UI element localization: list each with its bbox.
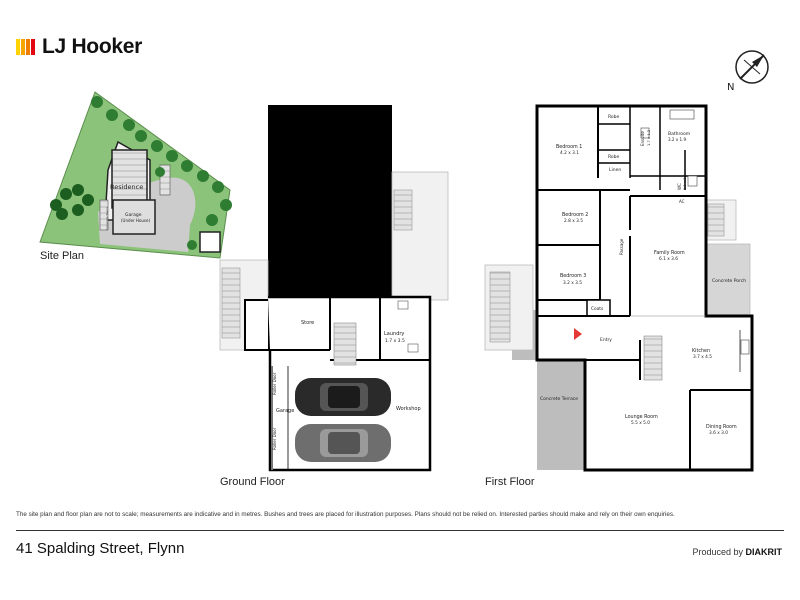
- gf-laundry-label: Laundry: [384, 331, 404, 337]
- ff-wc-label: WC: [677, 183, 682, 190]
- gf-garage-label: Garage: [276, 408, 294, 414]
- ff-bedroom3-label: Bedroom 3: [560, 273, 586, 279]
- ff-concrete-terrace-label: Concrete Terrace: [540, 396, 578, 402]
- property-address: 41 Spalding Street, Flynn: [16, 540, 185, 557]
- site-concrete-label: Concrete Stairs: [105, 207, 109, 230]
- disclaimer-text: The site plan and floor plan are not to …: [16, 511, 675, 518]
- ff-bedroom2-label: Bedroom 2: [562, 212, 588, 218]
- gf-roller-door-1: Roller Door: [272, 372, 277, 395]
- compass-icon: N: [727, 50, 769, 93]
- ff-kitchen-label: Kitchen: [692, 348, 710, 354]
- gf-laundry-dims: 1.7 x 3.5: [385, 338, 405, 344]
- ff-entry-label: Entry: [600, 337, 612, 343]
- car-icon-black: [295, 378, 391, 416]
- ff-robe-1: Robe: [608, 114, 620, 120]
- produced-by: Produced by DIAKRIT: [692, 547, 782, 557]
- ff-kitchen-dims: 3.7 x 4.5: [693, 354, 712, 360]
- produced-by-company: DIAKRIT: [745, 547, 783, 557]
- ff-bedroom2-dims: 2.8 x 3.5: [564, 218, 583, 224]
- ff-bathroom-dims: 3.2 x 1.9: [668, 137, 686, 142]
- ff-lounge-label: Lounge Room: [625, 414, 658, 420]
- lj-hooker-logo: LJ Hooker: [16, 35, 142, 58]
- ff-concrete-porch-label: Concrete Porch: [712, 278, 746, 284]
- site-plan-title: Site Plan: [40, 250, 84, 262]
- ff-passage-label: Passage: [619, 238, 624, 255]
- ff-coats-label: Coats: [591, 306, 604, 312]
- site-residence-label: Residence: [110, 183, 143, 191]
- brand-name: LJ Hooker: [42, 35, 142, 58]
- ff-dining-label: Dining Room: [706, 424, 737, 430]
- ff-dining-dims: 3.6 x 3.0: [709, 430, 728, 436]
- logo-bars-icon: [16, 39, 36, 55]
- gf-roller-door-2: Roller Door: [272, 427, 277, 450]
- ff-bedroom1-dims: 4.2 x 3.1: [560, 150, 579, 156]
- first-floor-title: First Floor: [485, 476, 535, 488]
- gf-garage-dims: 6.1 x 9.9: [336, 418, 356, 424]
- site-garage-label: Garage: [125, 212, 142, 218]
- site-trees: [50, 96, 232, 250]
- ff-lounge-dims: 5.5 x 5.0: [631, 420, 650, 426]
- ff-linen-label: Linen: [609, 167, 621, 173]
- logo-bar-1: [16, 39, 20, 55]
- ground-floor-plan: Store Laundry 1.7 x 3.5 Garage 6.1 x 9.9…: [219, 105, 449, 488]
- gf-store-label: Store: [301, 320, 314, 326]
- site-garage-sublabel: (Under House): [121, 218, 150, 223]
- entry-marker-icon: [574, 328, 582, 340]
- ff-wc-dims: 1.1 x 0.9: [683, 173, 687, 190]
- footer-divider: [16, 530, 784, 531]
- ff-family-dims: 6.1 x 3.6: [659, 256, 678, 262]
- ff-bedroom3-dims: 3.2 x 3.5: [563, 280, 582, 286]
- logo-bar-2: [21, 39, 25, 55]
- ff-bedroom1-label: Bedroom 1: [556, 144, 582, 150]
- ff-robe-2: Robe: [608, 154, 620, 160]
- ff-bathroom-label: Bathroom: [668, 131, 690, 137]
- ground-floor-title: Ground Floor: [220, 476, 285, 488]
- produced-by-prefix: Produced by: [692, 547, 743, 557]
- first-floor-plan: Robe Robe Bedroom 1 4.2 x 3.1 Ensuite 1.…: [484, 104, 754, 488]
- ff-ensuite-label: Ensuite: [640, 131, 645, 146]
- logo-bar-3: [26, 39, 30, 55]
- ff-family-label: Family Room: [654, 250, 685, 256]
- ff-ensuite-dims: 1.7 x 1.2: [647, 130, 651, 146]
- logo-bar-4: [31, 39, 35, 55]
- floor-plans-drawing: N Residence Garage (Under House) Concret…: [39, 50, 769, 488]
- ff-ac-label: AC: [679, 199, 685, 204]
- gf-workshop-label: Workshop: [396, 406, 421, 412]
- site-plan: Residence Garage (Under House) Concrete …: [39, 91, 232, 262]
- car-icon-grey: [295, 424, 391, 462]
- compass-north-label: N: [727, 82, 734, 93]
